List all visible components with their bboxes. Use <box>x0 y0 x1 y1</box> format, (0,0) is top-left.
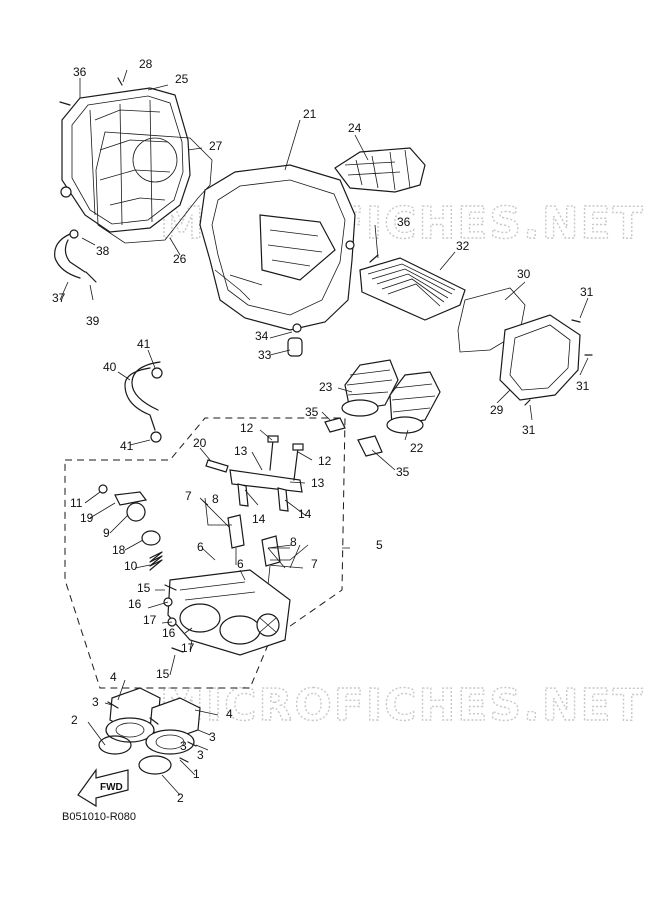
intake-duct <box>334 147 426 193</box>
callout-35a: 35 <box>305 405 319 419</box>
callout-6a: 6 <box>197 540 204 554</box>
callout-7b: 7 <box>311 557 318 571</box>
watermark-bottom: MICROFICHES.NET <box>160 680 645 731</box>
clamp-left <box>324 417 346 433</box>
callout-26: 26 <box>173 252 187 266</box>
air-filter <box>359 257 466 321</box>
callout-29: 29 <box>490 403 504 417</box>
velocity-stacks <box>341 359 441 434</box>
callout-28: 28 <box>139 57 153 71</box>
callout-25: 25 <box>175 72 189 86</box>
callout-9: 9 <box>103 526 110 540</box>
callout-15a: 15 <box>137 581 151 595</box>
callout-8b: 8 <box>290 535 297 549</box>
callout-4a: 4 <box>110 670 117 684</box>
callout-3d: 3 <box>180 739 187 753</box>
callout-4b: 4 <box>226 707 233 721</box>
callout-38: 38 <box>96 244 110 258</box>
callout-18: 18 <box>112 543 126 557</box>
callout-13b: 13 <box>311 476 325 490</box>
callout-8a: 8 <box>212 492 219 506</box>
callout-31a: 31 <box>580 285 594 299</box>
callout-27: 27 <box>209 139 223 153</box>
airbox-cover <box>60 87 191 233</box>
callout-30: 30 <box>517 267 531 281</box>
callout-35b: 35 <box>396 465 410 479</box>
callout-17b: 17 <box>181 641 195 655</box>
o-ring <box>141 530 161 546</box>
callout-21: 21 <box>303 107 317 121</box>
callout-36a: 36 <box>73 65 87 79</box>
callout-24: 24 <box>348 121 362 135</box>
throttle-body <box>167 569 291 656</box>
callout-40: 40 <box>103 360 117 374</box>
callout-32: 32 <box>456 239 470 253</box>
callout-6b: 6 <box>237 557 244 571</box>
callout-20: 20 <box>193 436 207 450</box>
filter-cover <box>499 314 581 401</box>
callout-41a: 41 <box>137 337 151 351</box>
callout-10: 10 <box>124 559 138 573</box>
callout-23: 23 <box>319 380 333 394</box>
callout-34: 34 <box>255 329 269 343</box>
callout-33: 33 <box>258 348 272 362</box>
callout-13a: 13 <box>234 444 248 458</box>
throttle-assembly-boundary <box>64 417 346 689</box>
callout-3c: 3 <box>197 748 204 762</box>
callout-16b: 16 <box>162 626 176 640</box>
callout-22: 22 <box>410 441 424 455</box>
callout-1: 1 <box>193 767 200 781</box>
callout-3b: 3 <box>209 730 216 744</box>
callout-39: 39 <box>86 314 100 328</box>
airbox-housing <box>199 164 356 331</box>
callout-17a: 17 <box>143 613 157 627</box>
callout-2b: 2 <box>177 791 184 805</box>
callout-16a: 16 <box>128 597 142 611</box>
callout-5: 5 <box>376 538 383 552</box>
breather-hose <box>54 231 86 279</box>
diagram-code: B051010-R080 <box>62 811 136 823</box>
fwd-arrow: FWD <box>77 768 129 808</box>
fuel-rail <box>205 459 303 512</box>
callout-36b: 36 <box>397 215 411 229</box>
callout-37: 37 <box>52 291 66 305</box>
callout-12b: 12 <box>318 454 332 468</box>
airbox-gasket <box>95 131 213 244</box>
callout-2a: 2 <box>71 713 78 727</box>
callout-19: 19 <box>80 511 94 525</box>
callout-7a: 7 <box>185 489 192 503</box>
callout-14b: 14 <box>298 507 312 521</box>
callout-11: 11 <box>70 496 83 510</box>
leader-lines <box>59 69 589 796</box>
callout-31b: 31 <box>576 379 590 393</box>
callout-14a: 14 <box>252 512 266 526</box>
callouts: 36 28 25 27 21 24 26 38 37 39 36 32 30 3… <box>52 57 594 805</box>
callout-3a: 3 <box>92 695 99 709</box>
callout-41b: 41 <box>120 439 134 453</box>
sensor-9 <box>126 502 146 522</box>
callout-15b: 15 <box>156 667 170 681</box>
callout-31c: 31 <box>522 423 536 437</box>
clamp-right <box>357 435 383 457</box>
fwd-label: FWD <box>100 782 123 793</box>
callout-12a: 12 <box>240 421 254 435</box>
